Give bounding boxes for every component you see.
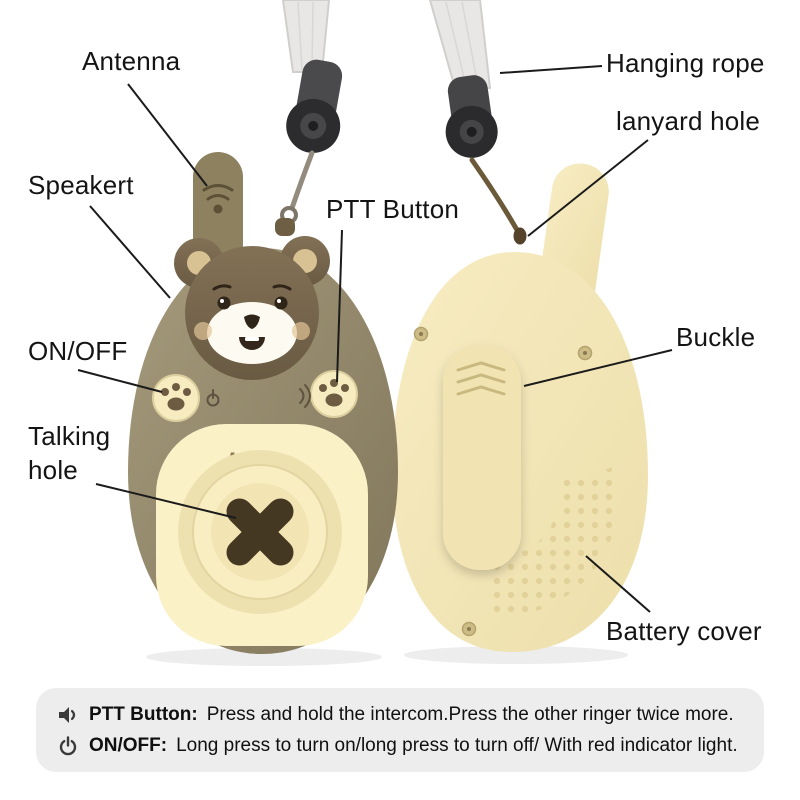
label-speaker: Speakert <box>28 170 134 200</box>
buckle-clip <box>443 345 521 570</box>
back-device <box>392 163 648 652</box>
onoff-instruction-text: Long press to turn on/long press to turn… <box>176 734 738 756</box>
onoff-instruction-title: ON/OFF: <box>89 734 168 756</box>
hook-left <box>280 150 315 224</box>
ground-shadows <box>146 646 628 666</box>
ptt-instruction-title: PTT Button: <box>89 703 198 725</box>
strap-retractor-right <box>445 75 498 158</box>
bear-muzzle <box>207 302 297 364</box>
on-off-paw-button <box>152 374 200 422</box>
speaker-icon <box>56 703 80 727</box>
instruction-row-ptt: PTT Button: Press and hold the intercom.… <box>56 703 764 727</box>
screws <box>413 326 593 637</box>
talking-hole-x <box>226 498 294 566</box>
label-buckle: Buckle <box>676 322 756 352</box>
label-ptt-button: PTT Button <box>326 194 460 224</box>
label-on-off: ON/OFF <box>28 336 128 366</box>
label-hanging-rope: Hanging rope <box>606 48 765 78</box>
leader-antenna <box>127 83 208 187</box>
front-device: bear <box>128 152 398 654</box>
speaker-dot-grill <box>490 467 619 617</box>
speaker-glyph-icon <box>299 384 311 408</box>
leader-lines <box>77 65 673 613</box>
lanyard-hole <box>513 227 527 245</box>
strap-retractor-left <box>286 59 343 153</box>
bear-head <box>174 236 330 380</box>
talk-button <box>178 450 342 614</box>
leader-onoff <box>77 369 163 393</box>
ptt-instruction-text: Press and hold the intercom.Press the ot… <box>206 703 734 725</box>
leader-talking-hole <box>95 483 237 519</box>
label-lanyard-hole: lanyard hole <box>616 106 761 136</box>
ptt-paw-button <box>310 370 358 418</box>
instruction-row-onoff: ON/OFF: Long press to turn on/long press… <box>56 734 764 758</box>
leader-battery-cover <box>585 555 651 613</box>
power-glyph-icon <box>206 389 220 407</box>
front-lanyard-tab <box>275 218 295 236</box>
leader-hanging-rope <box>499 65 603 74</box>
leader-speaker <box>89 205 171 299</box>
instruction-box: PTT Button: Press and hold the intercom.… <box>36 688 764 772</box>
label-antenna: Antenna <box>82 46 181 76</box>
label-battery-cover: Battery cover <box>606 616 762 646</box>
leader-lanyard-hole <box>527 139 649 237</box>
power-icon <box>56 734 80 758</box>
leader-ptt <box>336 229 343 383</box>
lanyard-cord <box>469 157 520 233</box>
leader-buckle <box>523 349 673 387</box>
label-talking-hole: Talking hole <box>28 421 111 485</box>
hanging-rope-right <box>428 0 492 89</box>
